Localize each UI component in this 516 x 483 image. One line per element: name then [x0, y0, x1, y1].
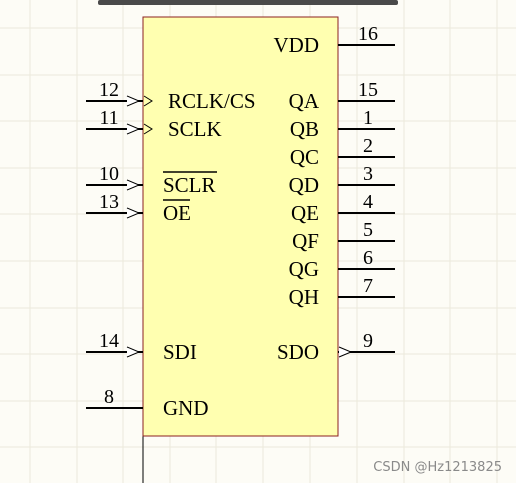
pin-name: QD	[289, 173, 319, 197]
pin-number: 2	[363, 135, 373, 157]
pin-1[interactable]: 1 QB	[290, 107, 395, 141]
pin-9[interactable]: 9 SDO	[277, 330, 395, 364]
pin-name: QE	[291, 201, 319, 225]
pin-number: 7	[363, 275, 373, 297]
pin-name: QH	[289, 285, 319, 309]
pin-name: SDO	[277, 340, 319, 364]
pin-name: SDI	[163, 340, 197, 364]
watermark: CSDN @Hz1213825	[373, 460, 502, 475]
pin-6[interactable]: 6 QG	[289, 247, 395, 281]
pin-number: 6	[363, 247, 373, 269]
pin-16[interactable]: 16 VDD	[274, 23, 396, 57]
pin-number: 12	[99, 79, 119, 101]
pin-number: 3	[363, 163, 373, 185]
pin-name: QG	[289, 257, 319, 281]
clock-arrow-icon	[126, 95, 141, 107]
input-arrow-icon	[126, 179, 141, 191]
pin-number: 1	[363, 107, 373, 129]
pin-number: 4	[363, 191, 373, 213]
top-scrollbar[interactable]	[98, 0, 398, 5]
pin-number: 9	[363, 330, 373, 352]
pin-number: 10	[99, 163, 119, 185]
pin-name: QB	[290, 117, 319, 141]
pin-name: QC	[290, 145, 319, 169]
clock-edge-icon	[143, 95, 153, 107]
clock-edge-icon	[143, 123, 153, 135]
pin-8[interactable]: 8 GND	[86, 386, 209, 420]
left-pins: 12 RCLK/CS 11 SCLK 10 SCLR 13 OE 14 SDI 8 GND	[86, 79, 256, 420]
pin-7[interactable]: 7 QH	[289, 275, 395, 309]
component-body[interactable]	[142, 16, 339, 437]
clock-arrow-icon	[126, 123, 141, 135]
pin-11[interactable]: 11 SCLK	[86, 107, 222, 141]
pin-number: 13	[99, 191, 119, 213]
pin-name: VDD	[274, 33, 320, 57]
pin-name: GND	[163, 396, 209, 420]
pin-14[interactable]: 14 SDI	[86, 330, 197, 364]
pin-number: 5	[363, 219, 373, 241]
pin-name: OE	[163, 201, 191, 225]
pin-5[interactable]: 5 QF	[292, 219, 395, 253]
pin-2[interactable]: 2 QC	[290, 135, 395, 169]
output-arrow-icon	[338, 346, 353, 358]
pin-number: 14	[99, 330, 119, 352]
pin-15[interactable]: 15 QA	[289, 79, 395, 113]
pin-name: RCLK/CS	[168, 89, 256, 113]
pin-4[interactable]: 4 QE	[291, 191, 395, 225]
pin-12[interactable]: 12 RCLK/CS	[86, 79, 256, 113]
pin-10[interactable]: 10 SCLR	[86, 163, 217, 197]
pin-number: 11	[99, 107, 118, 129]
pin-name: QA	[289, 89, 320, 113]
pin-number: 8	[104, 386, 114, 408]
input-arrow-icon	[126, 346, 141, 358]
input-arrow-icon	[126, 207, 141, 219]
right-pins: 16 VDD 15 QA 1 QB 2 QC 3 QD 4 QE 5 QF 6 QG 7 QH 9 SDO	[274, 23, 396, 364]
pin-number: 16	[358, 23, 378, 45]
pin-name: SCLK	[168, 117, 222, 141]
pin-13[interactable]: 13 OE	[86, 191, 191, 225]
pin-3[interactable]: 3 QD	[289, 163, 395, 197]
pin-name: QF	[292, 229, 319, 253]
pin-number: 15	[358, 79, 378, 101]
pin-name: SCLR	[163, 173, 216, 197]
